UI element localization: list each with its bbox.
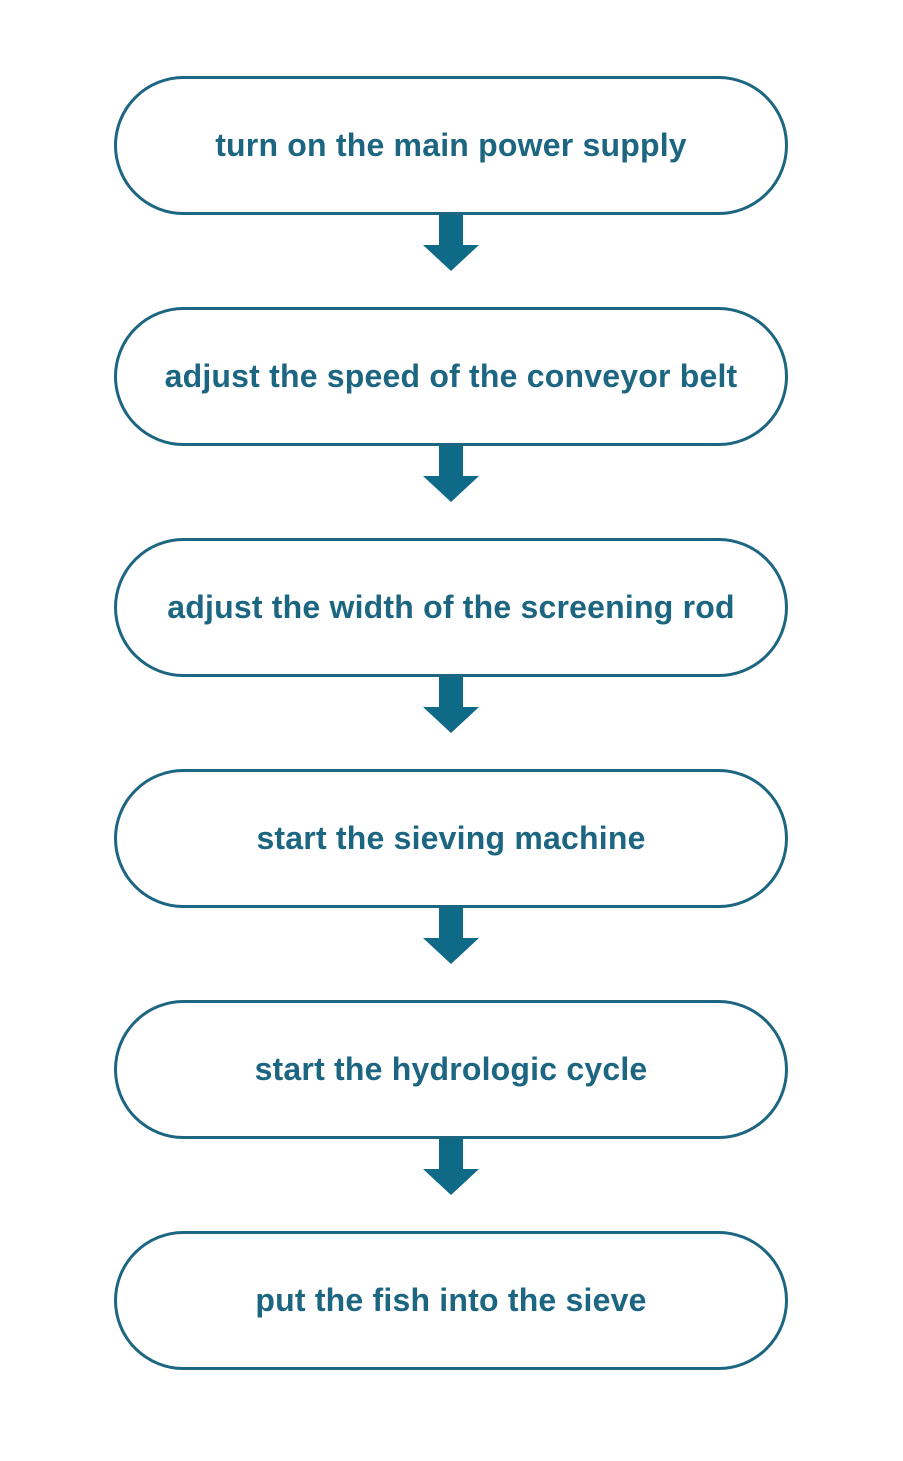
down-arrow-icon — [423, 677, 479, 734]
step-box-4: start the sieving machine — [114, 769, 788, 908]
down-arrow-icon — [423, 215, 479, 272]
step-label-3: adjust the width of the screening rod — [167, 589, 735, 625]
step-box-3: adjust the width of the screening rod — [114, 538, 788, 677]
down-arrow-icon — [423, 1139, 479, 1196]
step-label-2: adjust the speed of the conveyor belt — [164, 358, 738, 394]
step-label-5: start the hydrologic cycle — [254, 1051, 648, 1087]
step-box-2: adjust the speed of the conveyor belt — [114, 307, 788, 446]
down-arrow-icon — [423, 446, 479, 503]
step-label-6: put the fish into the sieve — [255, 1282, 647, 1318]
step-label-4: start the sieving machine — [256, 820, 646, 856]
step-box-6: put the fish into the sieve — [114, 1231, 788, 1370]
step-box-5: start the hydrologic cycle — [114, 1000, 788, 1139]
down-arrow-icon — [423, 908, 479, 965]
step-box-1: turn on the main power supply — [114, 76, 788, 215]
step-label-1: turn on the main power supply — [215, 127, 687, 163]
